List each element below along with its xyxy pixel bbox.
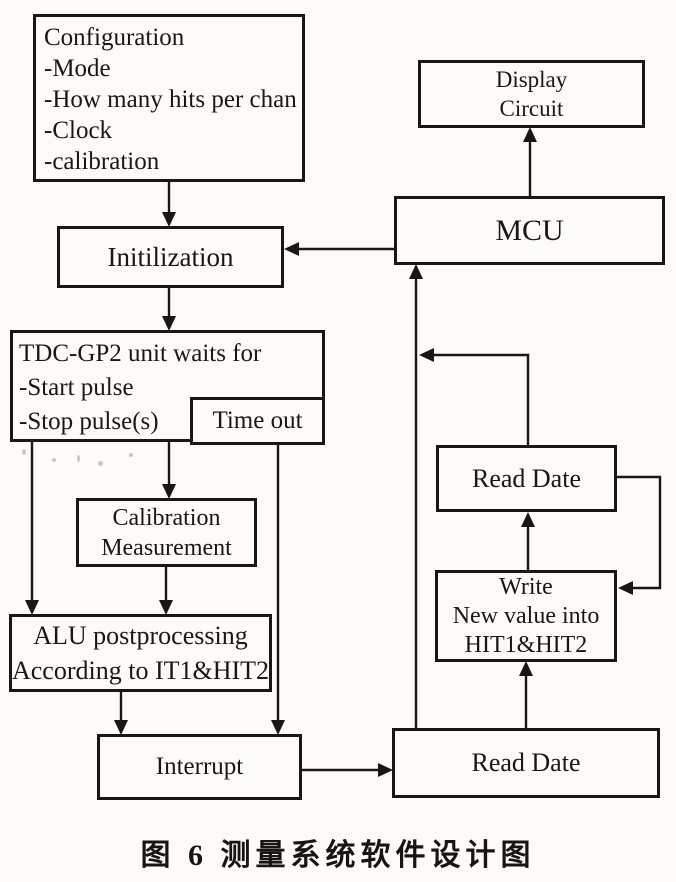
node-label: Interrupt bbox=[155, 753, 244, 780]
scan-speck bbox=[52, 458, 56, 462]
node-line: TDC-GP2 unit waits for bbox=[19, 340, 262, 367]
arrow-mcu-to-init bbox=[284, 242, 394, 256]
node-line: -Stop pulse(s) bbox=[19, 408, 159, 435]
arrow-read-date-to-write bbox=[519, 661, 533, 728]
node-line: According to IT1&HIT2 bbox=[11, 656, 270, 685]
arrow-write-to-read-date-top bbox=[521, 512, 535, 570]
node-alu-postprocessing: ALU postprocessing According to IT1&HIT2 bbox=[9, 614, 272, 692]
node-line: Calibration bbox=[112, 504, 221, 531]
node-line: -Mode bbox=[44, 55, 111, 82]
arrow-timeout-to-interrupt bbox=[271, 445, 285, 735]
arrow-alu-to-interrupt bbox=[114, 692, 128, 735]
node-line: -Clock bbox=[44, 117, 113, 144]
figure-caption: 图 6 测量系统软件设计图 bbox=[140, 839, 536, 872]
node-initialization: Initilization bbox=[57, 226, 284, 288]
node-line: New value into bbox=[452, 602, 600, 629]
node-label: Read Date bbox=[471, 748, 581, 777]
arrow-read-date-top-loop-to-write bbox=[617, 475, 662, 595]
node-label: Time out bbox=[212, 407, 303, 434]
arrow-init-to-tdc bbox=[162, 288, 176, 331]
node-line: -calibration bbox=[44, 148, 160, 175]
node-line: Display bbox=[495, 67, 568, 92]
node-label: MCU bbox=[495, 213, 564, 247]
node-configuration: Configuration -Mode -How many hits per c… bbox=[33, 14, 305, 182]
node-calibration-measurement: Calibration Measurement bbox=[76, 498, 257, 567]
node-line: -Start pulse bbox=[19, 374, 134, 401]
node-line: Configuration bbox=[44, 24, 185, 51]
arrow-config-to-init bbox=[162, 182, 176, 227]
arrow-mcu-to-display bbox=[523, 127, 537, 196]
node-display-circuit: Display Circuit bbox=[418, 60, 645, 128]
scan-speck bbox=[129, 453, 133, 457]
scan-speck bbox=[22, 449, 26, 455]
arrow-read-date-top-to-mcu-line bbox=[419, 348, 530, 445]
scan-speck bbox=[98, 461, 103, 466]
node-line: ALU postprocessing bbox=[33, 621, 248, 650]
node-read-date-bottom: Read Date bbox=[392, 728, 660, 798]
node-write-new-value: Write New value into HIT1&HIT2 bbox=[435, 570, 617, 662]
node-interrupt: Interrupt bbox=[97, 734, 302, 800]
node-line: Measurement bbox=[101, 534, 232, 561]
node-line: Write bbox=[499, 573, 553, 600]
node-line: HIT1&HIT2 bbox=[464, 631, 588, 658]
node-line: Circuit bbox=[499, 96, 564, 121]
arrow-read-date-to-mcu bbox=[409, 264, 423, 728]
node-label: Initilization bbox=[107, 241, 234, 272]
scan-speck bbox=[77, 455, 80, 462]
arrow-interrupt-to-read-date bbox=[302, 763, 393, 777]
arrow-tdc-to-alu-left bbox=[25, 442, 39, 615]
node-tdc-gp2-wait: TDC-GP2 unit waits for -Start pulse -Sto… bbox=[10, 330, 325, 442]
node-label: Read Date bbox=[471, 463, 581, 493]
node-read-date-top: Read Date bbox=[436, 445, 617, 512]
arrow-tdc-to-calibration bbox=[162, 442, 176, 499]
node-time-out: Time out bbox=[190, 397, 325, 445]
arrow-calibration-to-alu bbox=[159, 567, 173, 615]
node-mcu: MCU bbox=[394, 196, 665, 265]
node-line: -How many hits per chan bbox=[44, 86, 297, 113]
